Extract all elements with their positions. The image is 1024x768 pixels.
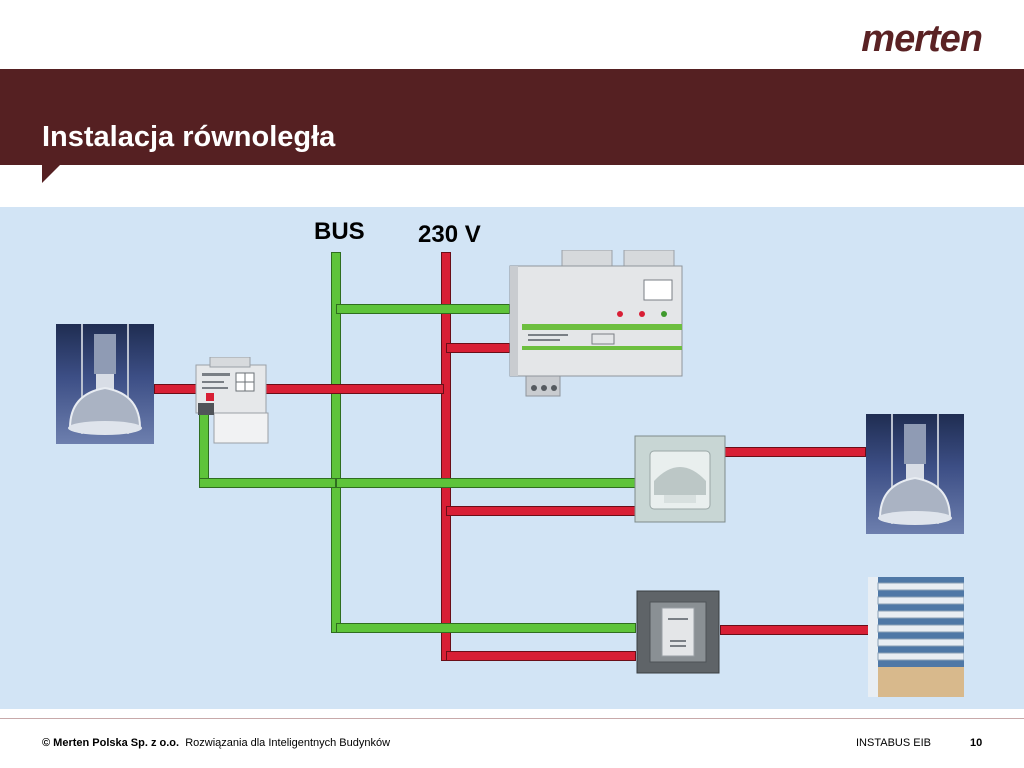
ceiling-lamp-left: [56, 324, 154, 444]
blind-push-button: [636, 590, 720, 679]
bus-drop-actuator: [199, 404, 209, 486]
ceiling-lamp-right: [866, 414, 964, 534]
power-branch-power-supply: [446, 343, 510, 353]
power-switch-to-blind: [720, 625, 872, 635]
bus-power-supply-unit: [508, 249, 688, 403]
power-branch-actuator: [154, 384, 444, 394]
blinds-icon: [868, 577, 965, 697]
footer-divider: [0, 718, 1024, 719]
motion-sensor: [634, 435, 726, 528]
lamp-icon: [68, 324, 142, 435]
power-branch-motion-sensor: [446, 506, 636, 516]
push-button-icon: [636, 590, 720, 674]
title-band: [0, 69, 1024, 165]
bus-trunk-wire: [331, 252, 341, 633]
footer-product: INSTABUS EIB: [856, 737, 931, 749]
power-motion-sensor-to-lamp: [722, 447, 866, 457]
bus-branch-actuator: [199, 478, 336, 488]
lamp-actuator-module: [192, 356, 276, 452]
merten-logo: merten: [861, 18, 983, 60]
motion-sensor-icon: [634, 435, 726, 523]
footer-company: © Merten Polska Sp. z o.o.: [42, 737, 180, 749]
actuator-icon: [195, 356, 269, 444]
lamp-icon: [878, 414, 952, 525]
bus-label: BUS: [314, 218, 365, 245]
window-blinds: [868, 577, 965, 702]
bus-branch-power-supply: [336, 304, 510, 314]
bus-branch-motion-sensor: [336, 478, 636, 488]
power-label: 230 V: [418, 221, 481, 248]
power-supply-icon: [509, 249, 683, 397]
slide-title: Instalacja równoległa: [42, 121, 336, 153]
power-trunk-wire: [441, 252, 451, 661]
footer-left: © Merten Polska Sp. z o.o. Rozwiązania d…: [42, 737, 390, 749]
page-number: 10: [970, 737, 983, 749]
title-band-notch: [42, 165, 60, 183]
power-branch-blind-switch: [446, 651, 636, 661]
footer-tagline: Rozwiązania dla Inteligentnych Budynków: [185, 737, 391, 749]
bus-branch-blind-switch: [336, 623, 636, 633]
